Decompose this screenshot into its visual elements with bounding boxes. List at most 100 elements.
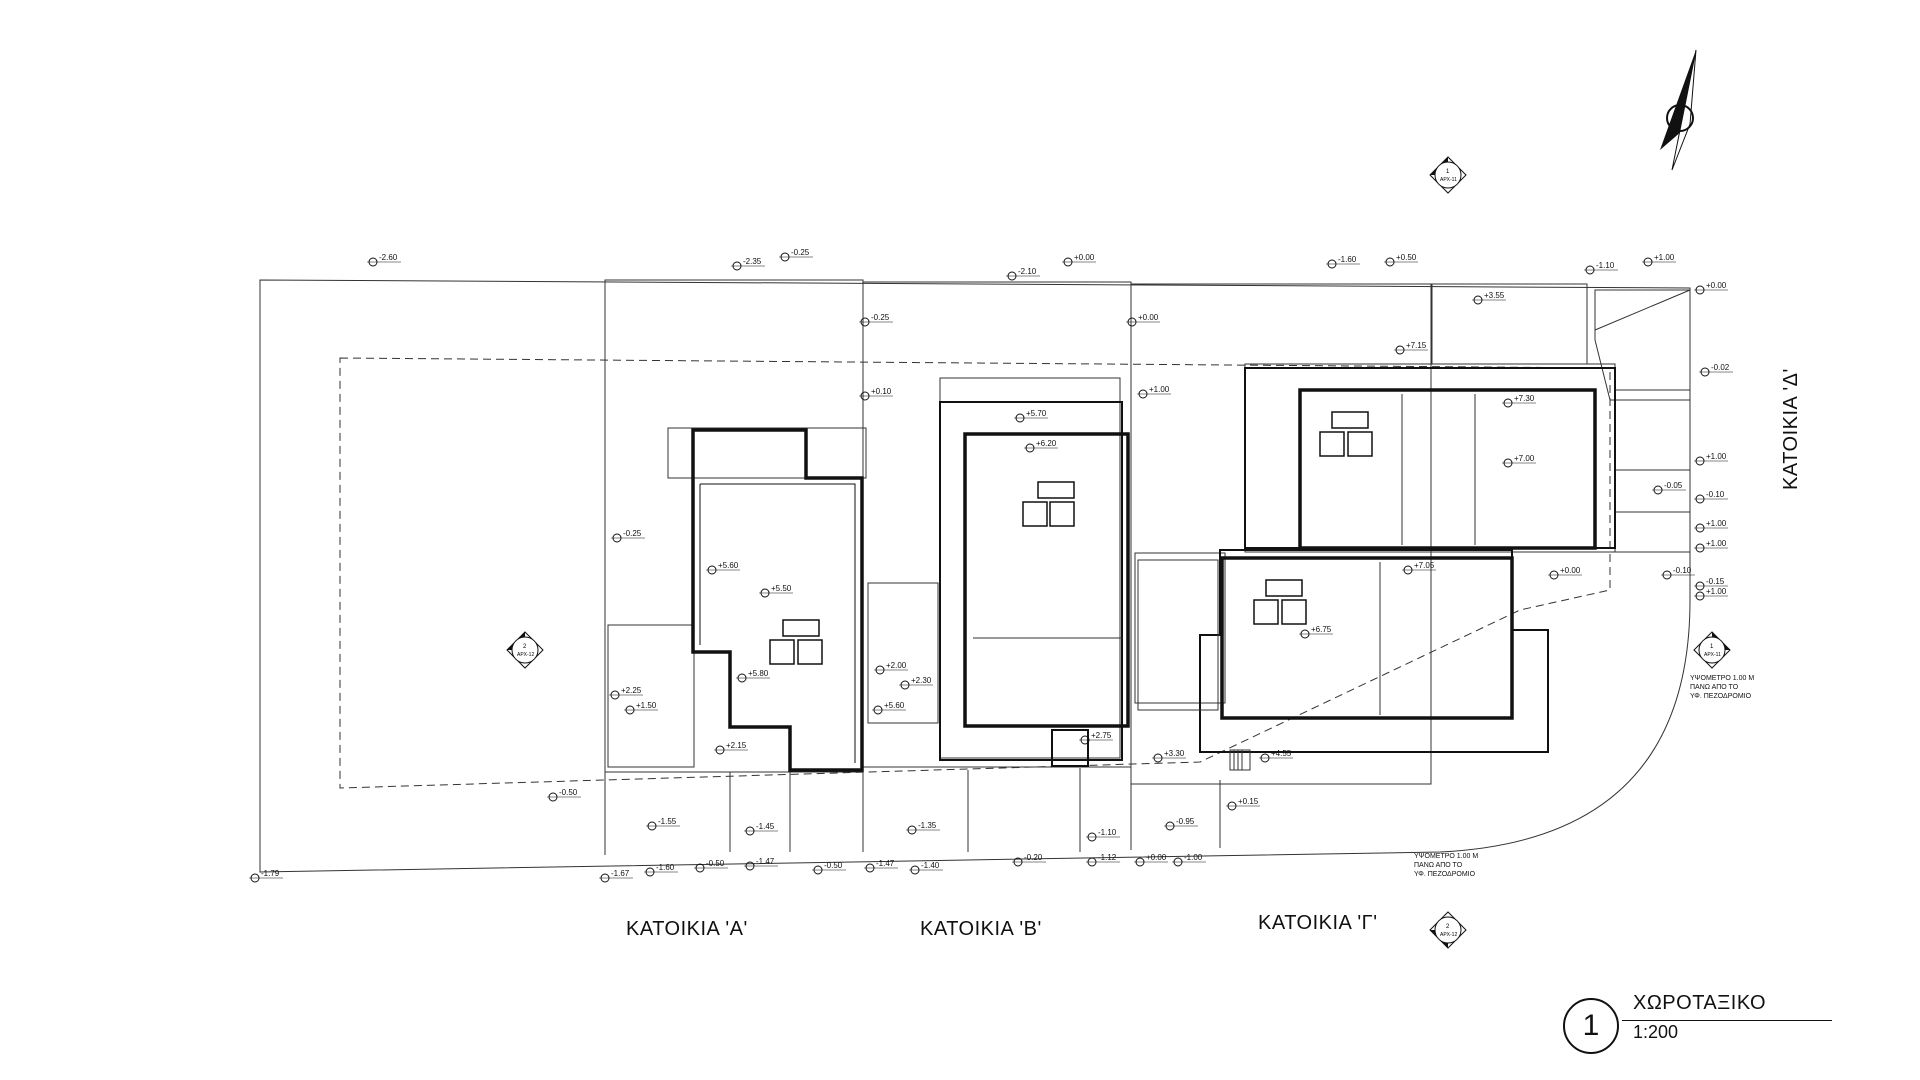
level-marker: -1.35 — [906, 821, 940, 835]
level-marker: +5.60 — [706, 561, 740, 575]
plot-a — [604, 279, 864, 773]
level-marker: +4.55 — [1259, 749, 1293, 763]
level-value: +0.00 — [1706, 281, 1727, 290]
level-value: +7.15 — [1406, 341, 1427, 350]
level-value: -0.25 — [871, 313, 890, 322]
level-value: +5.50 — [771, 584, 792, 593]
level-marker: -2.60 — [367, 253, 401, 267]
drawing-scale: 1:200 — [1633, 1022, 1679, 1042]
level-value: -0.95 — [1176, 817, 1195, 826]
level-value: -1.45 — [756, 822, 775, 831]
level-value: +5.70 — [1026, 409, 1047, 418]
level-value: -1.60 — [656, 863, 675, 872]
level-value: -2.10 — [1018, 267, 1037, 276]
level-value: -0.10 — [1706, 490, 1725, 499]
house-b-inner — [963, 432, 1130, 728]
level-value: +6.20 — [1036, 439, 1057, 448]
level-marker: +0.00 — [1694, 281, 1728, 295]
level-value: +2.25 — [621, 686, 642, 695]
level-marker: +1.00 — [1694, 587, 1728, 601]
house-g-lower-outline — [1199, 549, 1549, 753]
level-value: -1.12 — [1098, 853, 1117, 862]
level-value: +0.00 — [1074, 253, 1095, 262]
level-marker: +2.25 — [609, 686, 643, 700]
level-marker: +2.30 — [899, 676, 933, 690]
level-marker: +1.00 — [1694, 519, 1728, 533]
level-marker: -1.67 — [599, 869, 633, 883]
level-value: -1.35 — [918, 821, 937, 830]
title-underline — [1622, 1020, 1832, 1021]
section-marker-ref: ΑΡΧ-12 — [1440, 932, 1457, 938]
level-marker: -1.79 — [249, 869, 283, 883]
section-marker-number: 1 — [1710, 644, 1714, 650]
level-marker: +6.75 — [1299, 625, 1333, 639]
level-value: +1.00 — [1706, 452, 1727, 461]
level-value: -0.02 — [1711, 363, 1730, 372]
level-marker: +7.15 — [1394, 341, 1428, 355]
hvac-units — [769, 411, 1373, 665]
level-marker: +1.00 — [1137, 385, 1171, 399]
meter-note-2: ΥΨΟΜΕΤΡΟ 1.00 Μ ΠΑΝΩ ΑΠΟ ΤΟ ΥΦ. ΠΕΖΟΔΡΟΜ… — [1414, 853, 1480, 878]
level-value: -1.47 — [876, 859, 895, 868]
section-marker-ref: ΑΡΧ-11 — [1440, 177, 1457, 183]
level-marker: -0.25 — [859, 313, 893, 327]
level-value: -0.10 — [1673, 566, 1692, 575]
level-marker: +3.55 — [1472, 291, 1506, 305]
level-marker: -0.25 — [611, 529, 645, 543]
level-marker: -2.35 — [731, 257, 765, 271]
level-marker: -0.10 — [1694, 490, 1728, 504]
plot-g — [1130, 283, 1432, 785]
level-value: -1.60 — [1338, 255, 1357, 264]
level-value: -1.10 — [1596, 261, 1615, 270]
level-value: -1.67 — [611, 869, 630, 878]
level-marker: +2.75 — [1079, 731, 1113, 745]
section-marker-number: 1 — [1446, 169, 1450, 175]
house-a-label: ΚΑΤΟΙΚΙΑ 'Α' — [626, 918, 748, 940]
level-value: -0.50 — [559, 788, 578, 797]
level-marker: +1.50 — [624, 701, 658, 715]
level-value: +1.00 — [1706, 587, 1727, 596]
level-marker: +0.00 — [1126, 313, 1160, 327]
house-b-outer — [939, 401, 1123, 761]
level-value: +5.60 — [718, 561, 739, 570]
level-value: +0.15 — [1238, 797, 1259, 806]
level-marker: +0.00 — [1062, 253, 1096, 267]
level-value: +6.75 — [1311, 625, 1332, 634]
level-value: +2.75 — [1091, 731, 1112, 740]
level-marker: -1.60 — [644, 863, 678, 877]
level-value: -0.15 — [1706, 577, 1725, 586]
level-marker: -0.95 — [1164, 817, 1198, 831]
level-value: +0.00 — [1560, 566, 1581, 575]
level-value: +5.60 — [884, 701, 905, 710]
building-line — [339, 357, 1611, 789]
level-value: -2.60 — [379, 253, 398, 262]
level-value: -0.50 — [824, 861, 843, 870]
level-value: -1.55 — [658, 817, 677, 826]
level-marker: +1.00 — [1694, 452, 1728, 466]
level-value: -1.00 — [1184, 853, 1203, 862]
level-marker: -0.50 — [547, 788, 581, 802]
plot-b — [862, 281, 1132, 768]
level-value: -0.20 — [1024, 853, 1043, 862]
level-marker: -0.15 — [1694, 577, 1728, 591]
house-g-lower-inner — [1220, 556, 1514, 720]
level-value: -0.25 — [791, 248, 810, 257]
section-marker-circle — [1434, 161, 1462, 189]
level-marker: -1.47 — [744, 857, 778, 871]
level-value: -0.25 — [623, 529, 642, 538]
house-a-outline — [691, 428, 864, 772]
level-marker: -1.10 — [1086, 828, 1120, 842]
section-marker-ref: ΑΡΧ-11 — [1704, 652, 1721, 658]
level-marker: +5.50 — [759, 584, 793, 598]
section-marker-circle — [1434, 916, 1462, 944]
level-marker: +7.30 — [1502, 394, 1536, 408]
section-marker-circle — [1698, 636, 1726, 664]
level-marker: +7.05 — [1402, 561, 1436, 575]
level-value: -1.47 — [756, 857, 775, 866]
level-markers: -2.60-2.35-0.25-2.10+0.00-1.60+0.50-1.10… — [249, 248, 1733, 883]
level-value: -1.10 — [1098, 828, 1117, 837]
